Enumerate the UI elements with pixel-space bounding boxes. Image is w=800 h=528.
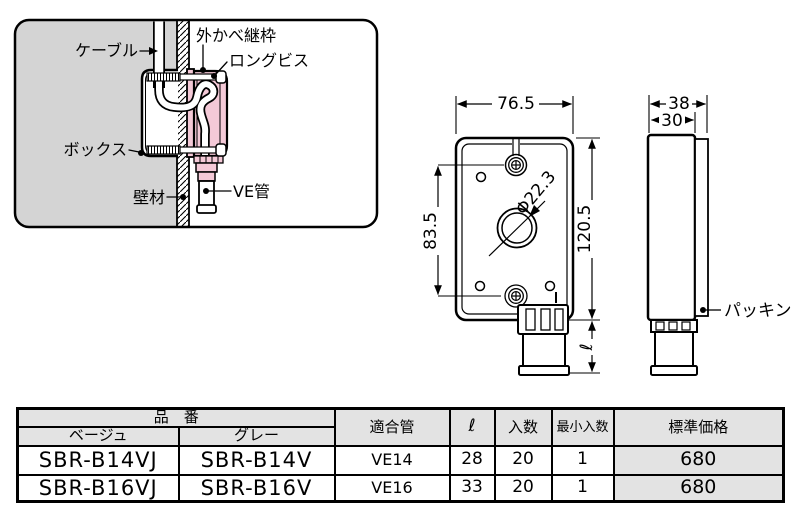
cell-price: 680 [612,444,785,476]
header-gray: グレー [177,425,336,447]
long-screw-bottom [146,143,227,157]
diagram-border [13,18,379,229]
cell-min-qty: 1 [550,444,615,476]
ve-pipe [196,180,217,214]
cell-price: 680 [612,473,785,503]
side-body-depth-dim: 30 [661,111,683,131]
pipe-leader-dot [203,188,209,194]
side-connector [650,319,698,376]
table-row: SBR-B14VJ SBR-B14V VE14 28 20 1 680 [16,444,785,476]
frame-label: 外かべ継枠 [196,26,276,45]
screw-leader-dot [211,73,217,79]
cell-beige-part: SBR-B16VJ [16,473,180,503]
wall-leader-dot [180,194,186,200]
installation-labels: ケーブル 外かべ継枠 ロングビス ボックス 壁材 VE管 [63,26,309,207]
front-width-dim: 76.5 [497,94,535,114]
header-pipe: 適合管 [333,407,451,447]
header-price: 標準価格 [612,407,785,447]
box-label: ボックス [63,140,127,159]
cell-qty: 20 [493,473,553,503]
front-screw-bottom [504,284,528,308]
packing-plate [694,138,709,317]
header-beige: ベージュ [16,425,180,447]
packing-leader-dot [700,307,706,313]
side-dimensions: 38 30 パッキン [648,94,792,321]
wall-section [176,20,190,227]
cell-min-qty: 1 [550,473,615,503]
front-view: Φ22.3 76.5 [421,94,600,376]
header-part-number: 品 番 [16,407,336,428]
side-depth-dim: 38 [668,94,690,114]
front-hole-bottomleft [474,280,486,292]
screw-label: ロングビス [229,51,309,70]
header-l: ℓ [448,407,496,447]
front-connector [517,304,570,376]
packing-label: パッキン [724,301,792,321]
cell-l: 33 [448,473,496,503]
wall-label: 壁材 [133,188,165,207]
cable-label: ケーブル [75,41,138,60]
pipe-label: VE管 [233,182,270,201]
product-table: 品 番 適合管 ℓ 入数 最小入数 標準価格 ベージュ グレー SBR-B14V… [16,407,786,504]
cell-gray-part: SBR-B14V [177,444,336,476]
long-screw-top [146,70,227,84]
cell-gray-part: SBR-B16V [177,473,336,503]
front-l-dim: ℓ [577,343,597,351]
cell-l: 28 [448,444,496,476]
front-center-hole [496,207,538,249]
box-leader-dot [138,150,144,156]
table-row: SBR-B16VJ SBR-B16V VE16 33 20 1 680 [16,473,785,503]
cell-pipe: VE14 [333,444,451,476]
header-min-qty: 最小入数 [550,407,615,447]
installation-diagram: ケーブル 外かべ継枠 ロングビス ボックス 壁材 VE管 [13,18,379,229]
cell-beige-part: SBR-B14VJ [16,444,180,476]
front-hole-bottomright [544,280,556,292]
technical-drawings: ケーブル 外かべ継枠 ロングビス ボックス 壁材 VE管 [13,18,792,376]
cable-arrow [149,47,158,55]
side-view: 38 30 パッキン [646,94,792,376]
front-screw-top [504,153,528,177]
cell-pipe: VE16 [333,473,451,503]
front-screw-span-dim: 83.5 [421,212,441,250]
front-hole-topleft [475,171,487,183]
front-height-dim: 120.5 [575,205,595,254]
frame-leader-dot [200,67,206,73]
cell-qty: 20 [493,444,553,476]
header-qty: 入数 [493,407,553,447]
front-dimensions: 76.5 83.5 120.5 ℓ [421,94,600,374]
hole-dim-arrow [529,205,540,217]
